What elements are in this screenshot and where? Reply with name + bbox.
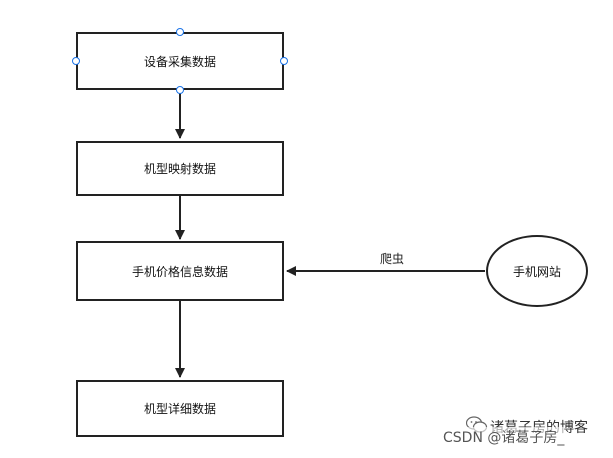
node-device-data-label: 设备采集数据 [143, 54, 216, 69]
selection-handle-left[interactable] [72, 57, 80, 65]
node-price-info-label: 手机价格信息数据 [131, 264, 228, 279]
selection-handle-bottom[interactable] [176, 86, 184, 94]
node-model-mapping[interactable]: 机型映射数据 [76, 141, 284, 196]
selection-handle-top[interactable] [176, 28, 184, 36]
edge-crawler-label: 爬虫 [380, 252, 405, 266]
node-model-detail[interactable]: 机型详细数据 [76, 380, 284, 437]
node-price-info[interactable]: 手机价格信息数据 [76, 241, 284, 301]
selection-handle-right[interactable] [280, 57, 288, 65]
watermark-csdn-text: CSDN @诸葛子房_ [443, 427, 565, 447]
node-model-mapping-label: 机型映射数据 [143, 162, 216, 176]
node-device-data[interactable]: 设备采集数据 [76, 32, 284, 90]
node-phone-site[interactable]: 手机网站 [486, 235, 588, 307]
node-model-detail-label: 机型详细数据 [143, 402, 216, 416]
node-phone-site-label: 手机网站 [512, 264, 561, 279]
